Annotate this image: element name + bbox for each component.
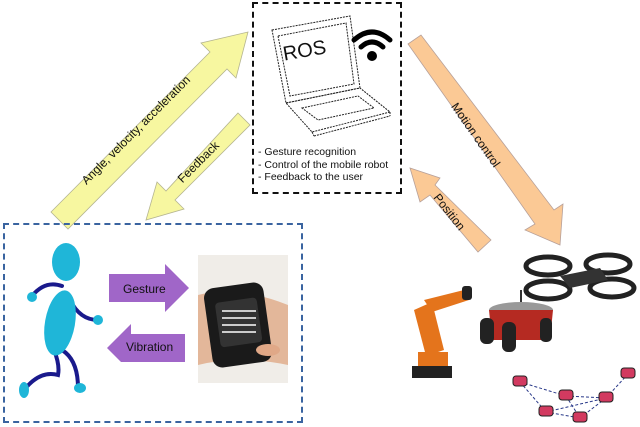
- gesture-arrow: [109, 264, 189, 312]
- gesture-label: Gesture: [123, 282, 166, 296]
- feedback-arrow: [145, 112, 251, 221]
- quadcopter-drone-icon: [523, 252, 637, 302]
- user-device-box: [3, 223, 303, 423]
- function-item: - Gesture recognition: [258, 146, 357, 158]
- purple-arrow-layer: [107, 264, 189, 362]
- ros-node-box: [252, 2, 402, 194]
- industrial-robot-arm-icon: [412, 286, 472, 378]
- vibration-arrow: [107, 324, 185, 362]
- running-person-icon: [19, 243, 103, 398]
- smartwatch-photo: [198, 255, 288, 383]
- wifi-icon: [351, 29, 393, 61]
- smartwatch-icon: [198, 282, 288, 368]
- laptop-icon: [271, 15, 392, 137]
- function-item: - Feedback to the user: [258, 171, 364, 183]
- sensor-data-arrow: [50, 31, 249, 230]
- function-item: - Control of the mobile robot: [258, 158, 389, 171]
- vibration-label: Vibration: [126, 340, 174, 354]
- ros-functions-list: - Gesture recognition - Control of the m…: [258, 146, 388, 184]
- motion-control-arrow: [407, 34, 564, 246]
- position-arrow: [409, 167, 492, 253]
- robot-swarm-network-icon: [512, 367, 636, 423]
- mobile-robot-icon: [480, 290, 553, 352]
